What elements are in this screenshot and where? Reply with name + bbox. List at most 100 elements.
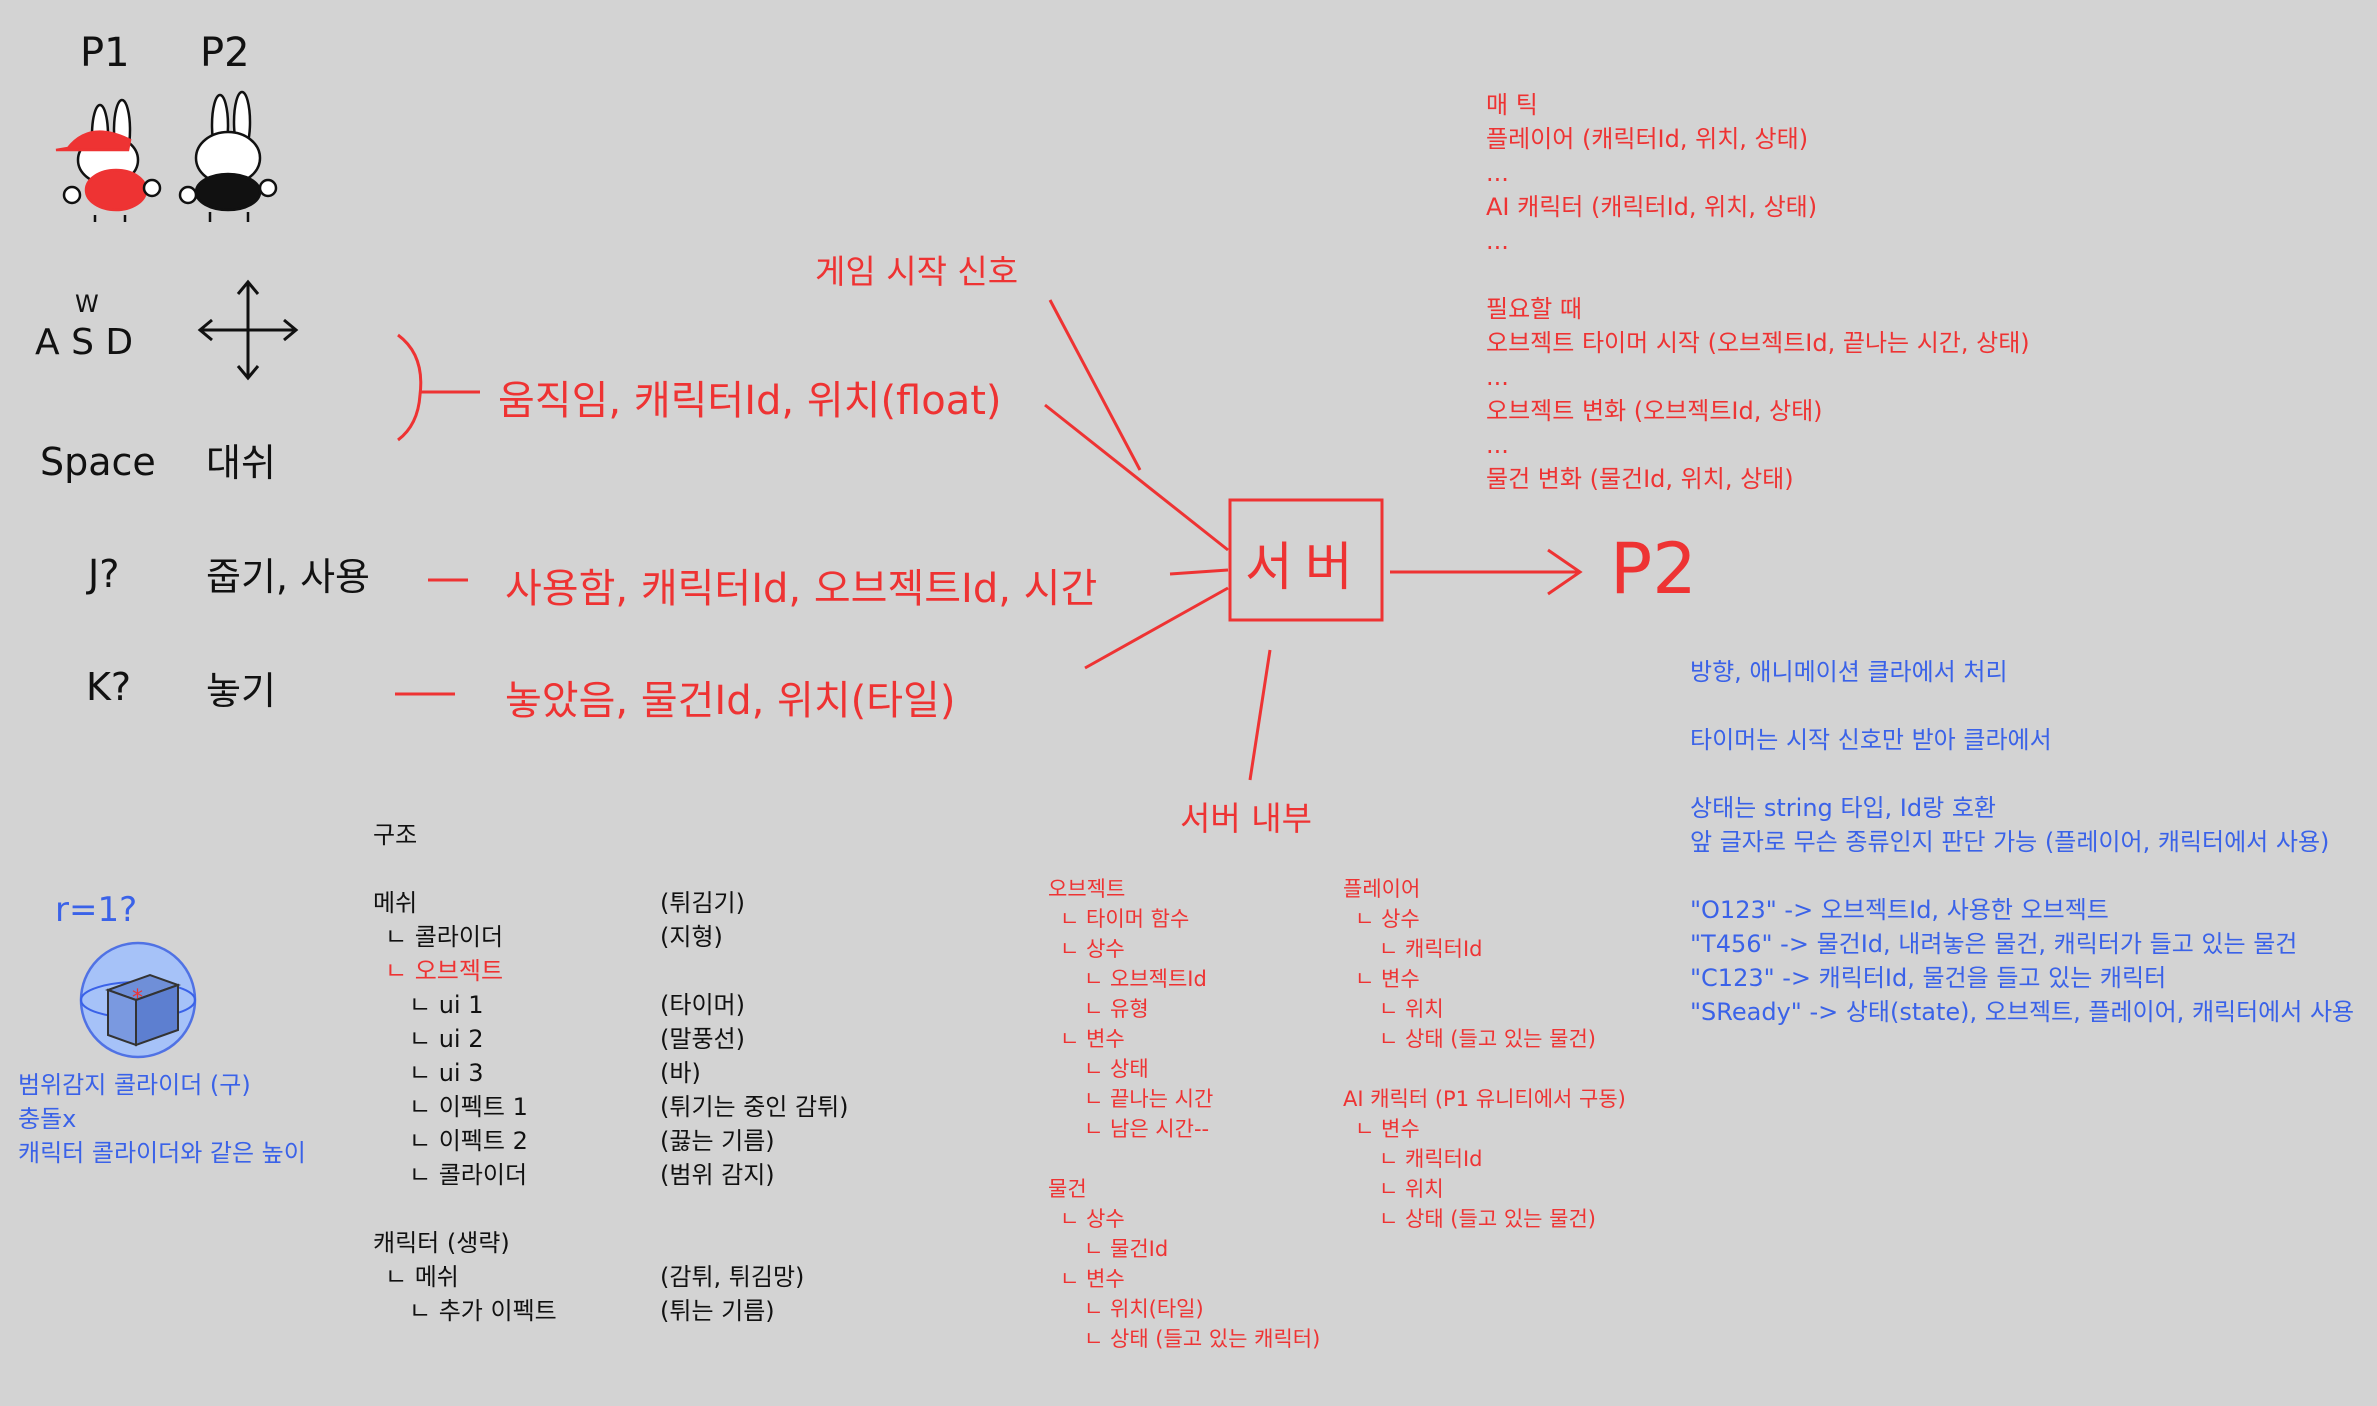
drop-line (1084, 586, 1229, 670)
use-line (1169, 568, 1229, 576)
collider-note-line: 캐릭터 콜라이더와 같은 높이 (18, 1139, 306, 1167)
structure-item: ㄴ 이펙트 1 (409, 1093, 528, 1121)
structure-item: ㄴ 콜라이더 (409, 1161, 528, 1189)
structure-item: 캐릭터 (생략) (373, 1229, 510, 1257)
internal-item: 플레이어 (1343, 877, 1421, 901)
structure-item: 메쉬 (373, 889, 418, 917)
structure-note: (범위 감지) (660, 1161, 775, 1189)
note-line (1690, 859, 2354, 893)
internal-item: ㄴ 타이머 함수 (1060, 907, 1190, 931)
key-w: W (75, 290, 99, 318)
collider-note-line: 범위감지 콜라이더 (구) (18, 1071, 251, 1099)
p1-bunny-icon (55, 98, 162, 222)
note-line: "O123" -> 오브젝트Id, 사용한 오브젝트 (1690, 896, 2109, 924)
collider-sphere-icon: * (79, 941, 197, 1059)
internal-item: ㄴ 상수 (1060, 1207, 1125, 1231)
structure-item: ㄴ 메쉬 (385, 1263, 459, 1291)
structure-left-column: 메쉬 ㄴ 콜라이더 ㄴ 오브젝트 ㄴ ui 1 ㄴ ui 2 ㄴ ui 3 ㄴ … (373, 852, 557, 1328)
target-p2-label: P2 (1610, 528, 1697, 610)
p2-bunny-icon (178, 90, 278, 222)
msg-use: 사용함, 캐릭터Id, 오브젝트Id, 시간 (505, 566, 1098, 612)
internal-item: ㄴ 끝나는 시간 (1084, 1087, 1214, 1111)
p2-label: P2 (200, 30, 250, 76)
structure-note: (타이머) (660, 991, 745, 1019)
structure-note: (튀는 기름) (660, 1297, 775, 1325)
internal-item: ㄴ 상태 (들고 있는 물건) (1379, 1027, 1596, 1051)
arrow-keys-icon (197, 279, 299, 381)
structure-note (660, 1192, 849, 1226)
internal-item: ㄴ 변수 (1355, 1117, 1420, 1141)
broadcast-line: ... (1486, 159, 1509, 187)
note-line: 상태는 string 타입, Id랑 호환 (1690, 794, 1996, 822)
broadcast-line: 플레이어 (캐릭터Id, 위치, 상태) (1486, 125, 1809, 153)
note-line (1690, 757, 2354, 791)
structure-item: ㄴ ui 3 (409, 1059, 484, 1087)
action-drop: 놓기 (206, 669, 276, 713)
note-line: "C123" -> 캐릭터Id, 물건을 들고 있는 캐릭터 (1690, 964, 2167, 992)
msg-game-start: 게임 시작 신호 (815, 252, 1019, 291)
internal-item: ㄴ 캐릭터Id (1379, 937, 1483, 961)
structure-note: (튀김기) (660, 889, 745, 917)
server-internal-col1: 오브젝트 ㄴ 타이머 함수 ㄴ 상수 ㄴ 오브젝트Id ㄴ 유형 ㄴ 변수 ㄴ … (1048, 874, 1320, 1354)
structure-note: (감튀, 튀김망) (660, 1263, 805, 1291)
structure-item: ㄴ ui 2 (409, 1025, 484, 1053)
broadcast-line: ... (1486, 227, 1509, 255)
internal-item: ㄴ 위치 (1379, 1177, 1444, 1201)
broadcast-line: ... (1486, 431, 1509, 459)
key-k: K? (86, 665, 132, 709)
broadcast-line: 오브젝트 변화 (오브젝트Id, 상태) (1486, 397, 1823, 425)
structure-item: ㄴ 이펙트 2 (409, 1127, 528, 1155)
internal-item: ㄴ 상태 (들고 있는 물건) (1379, 1207, 1596, 1231)
game-start-line (1048, 299, 1142, 471)
notes-list: 방향, 애니메이션 클라에서 처리 타이머는 시작 신호만 받아 클라에서 상태… (1690, 655, 2354, 1029)
internal-item: AI 캐릭터 (P1 유니티에서 구동) (1343, 1087, 1626, 1111)
collider-note-line: 충돌x (18, 1105, 77, 1133)
internal-item: 오브젝트 (1048, 877, 1126, 901)
structure-note (660, 1226, 849, 1260)
server-box (1228, 498, 1384, 622)
structure-note: (끓는 기름) (660, 1127, 775, 1155)
key-j: J? (88, 552, 120, 596)
internal-item: ㄴ 남은 시간-- (1084, 1117, 1210, 1141)
internal-item: 물건 (1048, 1177, 1087, 1201)
internal-item: ㄴ 유형 (1084, 997, 1149, 1021)
structure-note: (지형) (660, 923, 723, 951)
move-bracket (397, 333, 423, 442)
svg-text:*: * (132, 986, 143, 1011)
key-space: Space (40, 440, 156, 484)
internal-item: ㄴ 위치(타일) (1084, 1297, 1204, 1321)
note-line: 앞 글자로 무슨 종류인지 판단 가능 (플레이어, 캐릭터에서 사용) (1690, 828, 2330, 856)
internal-item: ㄴ 위치 (1379, 997, 1444, 1021)
structure-item: ㄴ 오브젝트 (385, 957, 504, 985)
structure-note (660, 954, 849, 988)
structure-item (373, 852, 557, 886)
to-p2-arrow (1390, 548, 1583, 596)
internal-item (1343, 1054, 1626, 1084)
server-label: 서버 (1245, 538, 1365, 598)
msg-move: 움직임, 캐릭터Id, 위치(float) (498, 378, 1002, 424)
broadcast-line: 오브젝트 타이머 시작 (오브젝트Id, 끝나는 시간, 상태) (1486, 329, 2030, 357)
internal-item: ㄴ 오브젝트Id (1084, 967, 1207, 991)
structure-title: 구조 (373, 821, 418, 849)
broadcast-line: ... (1486, 363, 1509, 391)
broadcast-list: 매 틱 플레이어 (캐릭터Id, 위치, 상태) ... AI 캐릭터 (캐릭터… (1486, 88, 2030, 496)
internal-item: ㄴ 물건Id (1084, 1237, 1169, 1261)
msg-drop: 놓았음, 물건Id, 위치(타일) (505, 678, 956, 724)
note-line (1690, 689, 2354, 723)
structure-note: (바) (660, 1059, 701, 1087)
internal-item: ㄴ 캐릭터Id (1379, 1147, 1483, 1171)
key-asd: A S D (35, 322, 134, 363)
structure-right-column: (튀김기) (지형) (타이머) (말풍선) (바) (튀기는 중인 감튀) (… (660, 852, 849, 1328)
internal-item (1048, 1144, 1320, 1174)
structure-item: ㄴ 콜라이더 (385, 923, 504, 951)
broadcast-line: 물건 변화 (물건Id, 위치, 상태) (1486, 465, 1794, 493)
internal-item: ㄴ 상수 (1060, 937, 1125, 961)
internal-item: ㄴ 변수 (1060, 1267, 1125, 1291)
note-line: 방향, 애니메이션 클라에서 처리 (1690, 658, 2008, 686)
collider-radius: r=1? (55, 890, 138, 930)
server-internal-label: 서버 내부 (1180, 799, 1312, 838)
broadcast-line: 매 틱 (1486, 91, 1538, 119)
note-line: "SReady" -> 상태(state), 오브젝트, 플레이어, 캐릭터에서… (1690, 998, 2355, 1026)
structure-note: (튀기는 중인 감튀) (660, 1093, 849, 1121)
internal-line (1248, 649, 1272, 781)
